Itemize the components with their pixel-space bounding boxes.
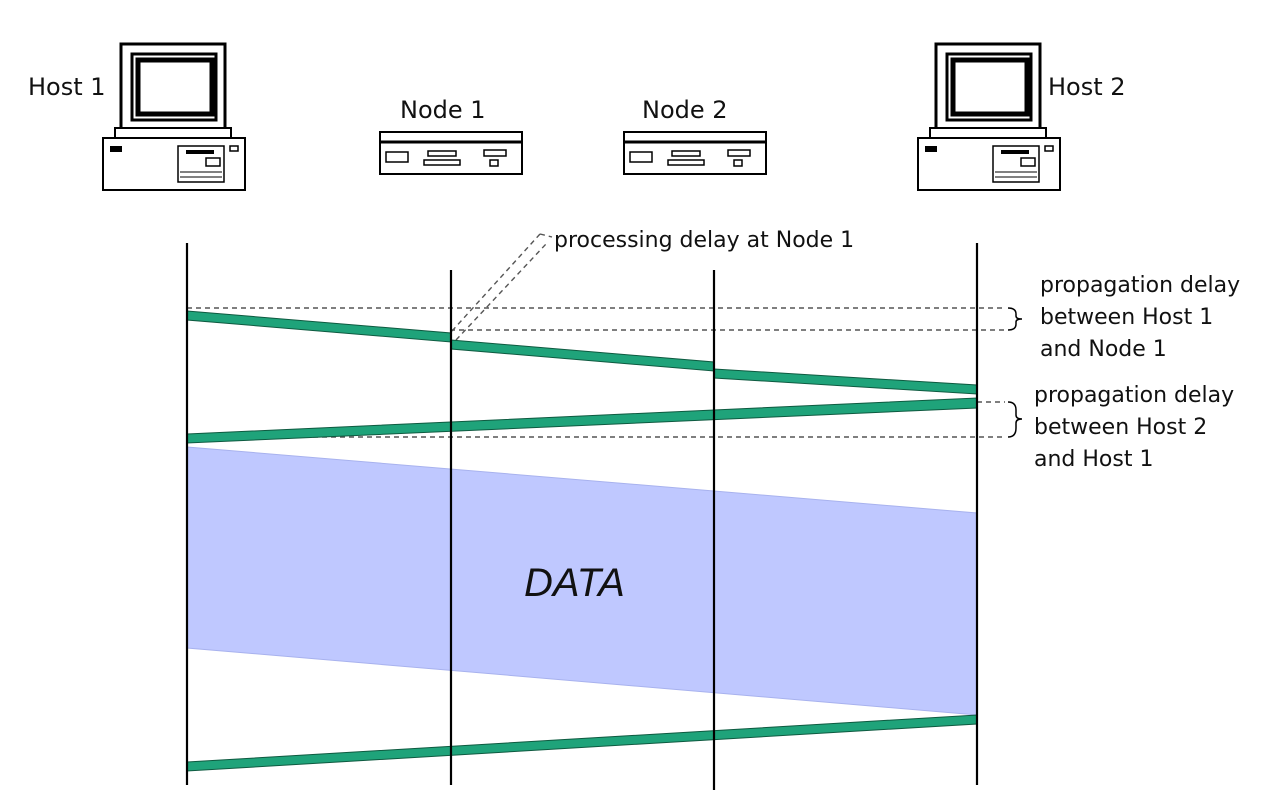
host2-label: Host 2	[1048, 73, 1126, 101]
processing-delay-label: processing delay at Node 1	[554, 228, 854, 253]
signal-host1-to-host2-final	[186, 714, 978, 772]
prop-delay1-line1: propagation delay	[1040, 273, 1240, 298]
host1-label: Host 1	[28, 73, 106, 101]
data-label: DATA	[524, 561, 625, 605]
node2-router-icon	[623, 131, 767, 175]
brace-prop2	[1007, 401, 1023, 438]
signal-host1-to-node1	[186, 310, 452, 343]
timelines	[185, 243, 979, 790]
host2-computer-icon	[917, 42, 1061, 191]
node1-label: Node 1	[400, 96, 486, 124]
prop-delay1-line2: between Host 1	[1040, 305, 1213, 330]
brace-prop1	[1007, 307, 1023, 331]
signal-node2-to-host2	[713, 368, 978, 395]
prop-delay2-line1: propagation delay	[1034, 383, 1234, 408]
node2-label: Node 2	[642, 96, 728, 124]
signal-node1-to-node2	[450, 339, 715, 372]
prop-delay2-line3: and Host 1	[1034, 447, 1153, 472]
prop-delay1-line3: and Node 1	[1040, 337, 1167, 362]
node1-router-icon	[379, 131, 523, 175]
host1-computer-icon	[102, 42, 246, 191]
prop-delay2-line2: between Host 2	[1034, 415, 1207, 440]
signal-host2-to-host1	[186, 397, 978, 444]
